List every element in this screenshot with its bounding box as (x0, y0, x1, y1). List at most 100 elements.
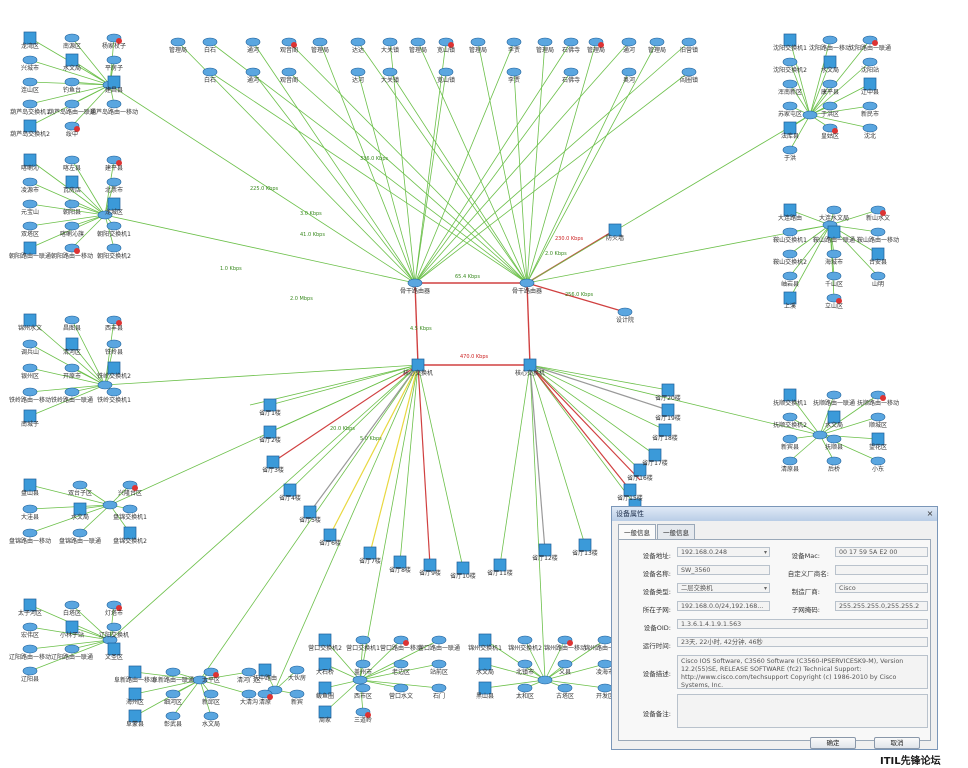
core-switch-1[interactable]: 核心交换机 (403, 358, 433, 377)
cluster-device[interactable]: 喀喇沁旗 (60, 221, 84, 238)
cluster-hub[interactable] (97, 210, 113, 220)
floor-switch[interactable]: 省厅16楼 (627, 463, 653, 482)
uptime-field[interactable]: 23天, 22小时, 42分钟, 46秒 (677, 637, 928, 647)
cluster-device[interactable]: 小东 (870, 456, 886, 473)
cluster-device[interactable]: 上溪 (783, 291, 797, 310)
cluster-device[interactable]: 新民市 (861, 101, 879, 118)
cluster-device[interactable]: 海城市 (825, 249, 843, 266)
cluster-device[interactable]: 辽阳路由一移动 (9, 644, 51, 661)
floor-switch[interactable]: 省厅19楼 (655, 403, 681, 422)
top-device[interactable]: 管理局 (536, 37, 554, 54)
cluster-device[interactable]: 铁岭交换机2 (97, 361, 131, 380)
cluster-device[interactable]: 清河区 (63, 337, 81, 356)
top-device[interactable]: 通河 (245, 37, 261, 54)
floor-switch[interactable]: 省厅9楼 (419, 558, 441, 577)
cluster-device[interactable]: 锦州路由一移动 (544, 635, 586, 652)
dialog-titlebar[interactable]: 设备属性 × (612, 507, 937, 521)
name-field[interactable]: SW_3560 (677, 565, 770, 575)
cluster-device[interactable]: 大连路由 (778, 203, 802, 222)
cluster-device[interactable]: 沈阳站 (861, 57, 879, 74)
top-device-row2[interactable]: 奥河 (621, 67, 637, 84)
cluster-device[interactable]: 抚中路由 (253, 663, 277, 682)
subnet-field[interactable]: 192.168.0.0/24,192.168... (677, 601, 770, 611)
floor-switch[interactable]: 省厅8楼 (389, 555, 411, 574)
cluster-device[interactable]: 法库县 (781, 121, 799, 140)
cluster-device[interactable]: 黑山县 (476, 681, 494, 700)
cluster-device[interactable]: 太平区 (202, 667, 220, 684)
cluster-device[interactable]: 鞍山交换机1 (773, 227, 807, 244)
note-field[interactable] (677, 694, 928, 728)
cluster-device[interactable]: 盘锦交换机2 (113, 526, 147, 545)
cluster-device[interactable]: 南源区 (63, 33, 81, 50)
cluster-device[interactable]: 新宾县 (781, 434, 799, 451)
floor-switch[interactable]: 省厅2楼 (259, 425, 281, 444)
cluster-device[interactable]: 北镇市 (516, 659, 534, 676)
cluster-device[interactable]: 清原县 (781, 456, 799, 473)
cluster-device[interactable]: 南城子 (21, 409, 39, 428)
type-select[interactable]: 二层交换机 (677, 583, 770, 593)
cluster-device[interactable]: 朝阳交换机2 (97, 243, 131, 260)
cluster-device[interactable]: 昌图县 (63, 315, 81, 332)
cluster-device[interactable]: 铁岭路由一联通 (51, 387, 93, 404)
cluster-device[interactable]: 水文局 (71, 502, 89, 521)
cluster-device[interactable]: 辽阳交换机 (99, 622, 129, 639)
cluster-device[interactable]: 阜新路由一联通 (152, 667, 194, 684)
cluster-device[interactable]: 水文局 (63, 53, 81, 72)
cluster-device[interactable]: 老边区 (392, 659, 410, 676)
cluster-device[interactable]: 沈阳路由一联通 (849, 35, 891, 52)
floor-switch[interactable]: 省厅7楼 (359, 546, 381, 565)
cluster-device[interactable]: 营口交换机2 (308, 633, 342, 652)
cluster-device[interactable]: 清河门区 (237, 667, 261, 684)
cluster-device[interactable]: 营口路由一联通 (418, 635, 460, 652)
oid-field[interactable]: 1.3.6.1.4.1.9.1.563 (677, 619, 928, 629)
cluster-device[interactable]: 双台子区 (68, 480, 92, 497)
floor-switch[interactable]: 省厅10楼 (450, 561, 476, 580)
floor-switch[interactable]: 省厅3楼 (262, 455, 284, 474)
cluster-device[interactable]: 葫芦岛交换机2 (10, 119, 50, 138)
cluster-device[interactable]: 抚顺县 (825, 434, 843, 451)
cluster-device[interactable]: 营口水文 (389, 683, 413, 700)
cluster-device[interactable]: 彰武县 (164, 711, 182, 728)
ok-button[interactable]: 确定 (810, 737, 856, 749)
top-device[interactable]: 管理局 (587, 37, 605, 54)
cluster-device[interactable]: 葫芦岛路由一联通 (48, 99, 96, 116)
cluster-device[interactable]: 北票市 (105, 177, 123, 194)
cluster-device[interactable]: 双塔区 (21, 221, 39, 238)
top-device[interactable]: 管理局 (169, 37, 187, 54)
cluster-device[interactable]: 开发区 (596, 683, 614, 700)
cluster-hub[interactable] (192, 675, 208, 685)
cluster-device[interactable]: 喀喇沁 (21, 153, 39, 172)
top-device[interactable]: 通河 (621, 37, 637, 54)
top-device[interactable]: 大关镇 (381, 37, 399, 54)
cluster-device[interactable]: 盘山县 (21, 478, 39, 497)
cluster-device[interactable]: 新宾 (289, 689, 305, 706)
cluster-device[interactable]: 抚顺路由一移动 (857, 390, 899, 407)
cluster-device[interactable]: 锦州水文 (18, 313, 42, 332)
top-device[interactable]: 旧营镇 (680, 37, 698, 54)
floor-switch[interactable]: 省厅1楼 (259, 398, 281, 417)
cluster-device[interactable]: 海州区 (126, 687, 144, 706)
cluster-device[interactable]: 兴隆台区 (118, 480, 142, 497)
top-device[interactable]: 管理局 (648, 37, 666, 54)
alias-field[interactable] (835, 565, 928, 575)
cluster-hub[interactable] (267, 685, 283, 695)
floor-switch[interactable]: 省厅11楼 (487, 558, 513, 577)
desc-field[interactable]: Cisco IOS Software, C3560 Software (C356… (677, 655, 928, 689)
cluster-device[interactable]: 平房子 (105, 55, 123, 72)
floor-switch[interactable]: 省厅4楼 (279, 483, 301, 502)
cluster-device[interactable]: 葫芦岛交换机1 (10, 99, 50, 116)
floor-switch[interactable]: 省厅15楼 (617, 483, 643, 502)
close-icon[interactable]: × (926, 509, 934, 518)
cluster-device[interactable]: 朝阳路由一移动 (51, 243, 93, 260)
cluster-device[interactable]: 铁岭路由一移动 (9, 387, 51, 404)
top-device-row2[interactable]: 达河 (350, 67, 366, 84)
top-device[interactable]: 石佛寺 (562, 37, 580, 54)
top-device[interactable]: 管理局 (469, 37, 487, 54)
cluster-device[interactable]: 抚顺交换机1 (773, 388, 807, 407)
cluster-device[interactable]: 沈阳路由一移动 (809, 35, 851, 52)
floor-switch[interactable]: 省厅20楼 (655, 383, 681, 402)
cluster-device[interactable]: 顺城区 (869, 412, 887, 429)
cluster-device[interactable]: 于洪区 (821, 101, 839, 118)
cluster-device[interactable]: 水文局 (202, 711, 220, 728)
top-device-row2[interactable]: 宽山镇 (437, 67, 455, 84)
